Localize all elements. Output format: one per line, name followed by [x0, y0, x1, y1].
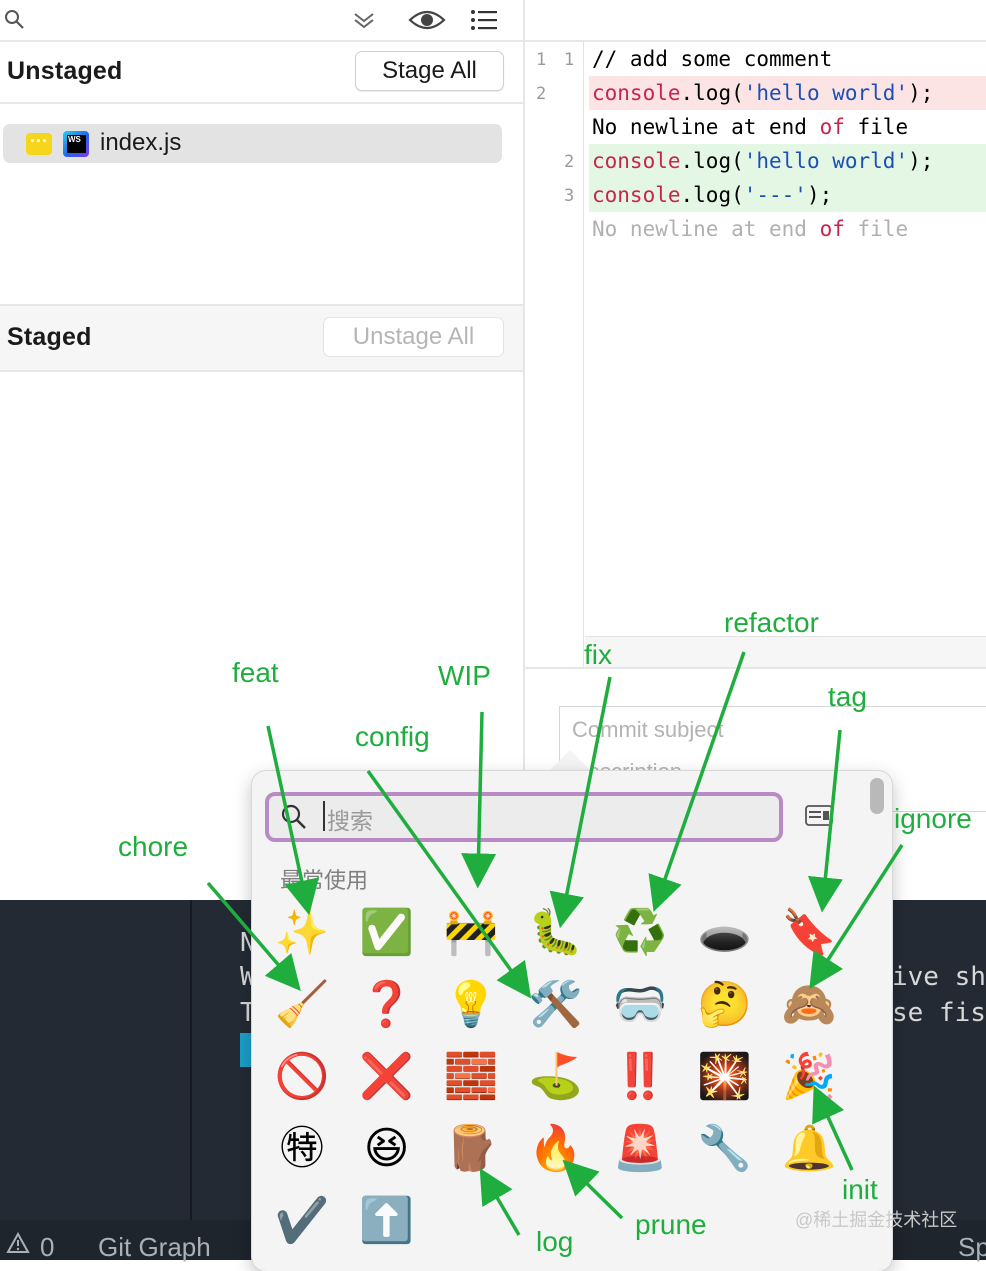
emoji-button[interactable]: 🎇 [697, 1052, 752, 1101]
diff-gutter-divider [583, 42, 584, 667]
commit-subject-placeholder: Commit subject [572, 717, 724, 742]
annotation-feat: feat [232, 657, 279, 688]
emoji-button[interactable]: ‼️ [612, 1052, 668, 1101]
status-right-text[interactable]: Sp [958, 1232, 986, 1262]
emoji-button[interactable]: ✨ [274, 908, 330, 957]
commit-subject-input[interactable]: Commit subject [559, 706, 986, 752]
emoji-search-field[interactable]: 搜索 [265, 792, 783, 842]
git-graph-button[interactable]: Git Graph [98, 1232, 211, 1262]
annotation-tag: tag [828, 681, 867, 712]
diff-line: console.log('---'); [589, 178, 986, 212]
search-icon [281, 803, 307, 831]
watermark: @稀土掘金技术社区 [795, 1210, 958, 1230]
annotation-chore: chore [118, 831, 189, 862]
webstorm-file-icon: WS [63, 131, 89, 157]
annotation-log: log [536, 1226, 574, 1257]
emoji-button[interactable]: ⛳ [528, 1052, 583, 1101]
text-cursor [323, 801, 325, 831]
emoji-button[interactable]: 🧹 [274, 980, 330, 1029]
new-line-number: 1 [564, 50, 575, 70]
annotation-wip: WIP [438, 660, 491, 691]
warning-count[interactable]: 0 [40, 1232, 55, 1262]
emoji-button[interactable]: 🧱 [443, 1052, 499, 1101]
annotation-config: config [355, 721, 430, 752]
emoji-picker: 搜索 最常使用 ✨ ✅ 🚧 🐛 ♻️ 🕳️ 🔖 🧹 ❓ 💡 🛠️ 🥽 🤔 🙈 🚫 ❌ 🧱 ⛳ ‼️ 🎇 🎉 ㊕ 😆 🪵 🔥 🚨 🔧 🔔… [252, 771, 892, 1271]
keyboard-viewer-icon[interactable] [805, 804, 833, 828]
emoji-button[interactable]: 🚫 [274, 1052, 330, 1101]
chevron-double-down-icon[interactable] [352, 9, 376, 31]
staged-title: Staged [7, 323, 92, 351]
emoji-button[interactable]: 🙈 [781, 980, 837, 1029]
annotation-ignore: ignore [894, 803, 972, 834]
old-line-number: 1 [536, 50, 547, 70]
diff-line: No newline at end of file [592, 217, 909, 241]
modified-badge-icon: ··· [26, 132, 52, 155]
emoji-button[interactable]: 🚧 [443, 908, 499, 957]
emoji-button[interactable]: 🤔 [697, 980, 752, 1029]
emoji-button[interactable]: ✅ [359, 908, 414, 957]
stage-all-button[interactable]: Stage All [355, 51, 504, 91]
emoji-button[interactable]: 🔖 [781, 908, 837, 957]
emoji-button[interactable]: 🚨 [612, 1124, 668, 1173]
emoji-button[interactable]: ⬆️ [359, 1196, 414, 1245]
emoji-button[interactable]: ♻️ [612, 908, 668, 957]
annotation-fix: fix [584, 639, 612, 670]
emoji-search-placeholder: 搜索 [327, 808, 373, 834]
annotation-init: init [842, 1174, 878, 1205]
emoji-button[interactable]: 🥽 [612, 980, 668, 1029]
diff-line: console.log('hello world'); [589, 144, 986, 178]
eye-icon[interactable] [408, 8, 446, 32]
diff-line: No newline at end of file [592, 115, 909, 139]
diff-toolbar [525, 0, 986, 42]
file-row-index-js[interactable]: ··· WS index.js [3, 124, 502, 163]
annotation-refactor: refactor [724, 607, 819, 638]
new-line-number: 3 [564, 186, 575, 206]
picker-pointer [548, 750, 592, 772]
emoji-button[interactable]: 🕳️ [697, 908, 752, 957]
source-control-panel: Unstaged Stage All ··· WS index.js Stage… [0, 0, 523, 900]
terminal-cursor [240, 1033, 252, 1067]
emoji-button[interactable]: ㊕ [280, 1124, 324, 1173]
new-line-number: 2 [564, 152, 575, 172]
emoji-button[interactable]: 🔔 [781, 1124, 837, 1173]
terminal-text-3: T [240, 998, 256, 1028]
diff-line: console.log('hello world'); [589, 76, 986, 110]
list-icon[interactable] [470, 9, 498, 31]
diff-scroll-bottom [585, 636, 986, 667]
panel-divider[interactable] [523, 0, 525, 900]
emoji-button[interactable]: 😆 [363, 1124, 410, 1173]
search-icon[interactable] [4, 8, 26, 32]
unstage-all-button[interactable]: Unstage All [323, 317, 504, 357]
file-name: index.js [100, 129, 182, 156]
emoji-button[interactable]: ❓ [359, 980, 414, 1029]
emoji-button[interactable]: 🪵 [443, 1124, 499, 1173]
emoji-button[interactable]: 🐛 [528, 908, 583, 957]
emoji-button[interactable]: 🔧 [697, 1124, 752, 1173]
emoji-button[interactable]: ❌ [359, 1052, 414, 1101]
frequently-used-title: 最常使用 [280, 868, 369, 893]
emoji-button[interactable]: 🛠️ [528, 980, 583, 1029]
warning-icon[interactable] [6, 1231, 30, 1254]
emoji-button[interactable]: ✔️ [274, 1196, 330, 1245]
emoji-button[interactable]: 🎉 [781, 1052, 837, 1101]
emoji-button[interactable]: 🔥 [528, 1124, 583, 1173]
diff-line: // add some comment [592, 47, 833, 71]
picker-scrollbar[interactable] [870, 778, 884, 814]
annotation-prune: prune [635, 1209, 707, 1240]
terminal-text-5: se fis [892, 998, 986, 1028]
terminal-divider [190, 900, 192, 1220]
emoji-button[interactable]: 💡 [443, 980, 499, 1029]
unstaged-title: Unstaged [7, 57, 123, 85]
old-line-number: 2 [536, 84, 547, 104]
terminal-text-4: ive sh [892, 962, 986, 992]
